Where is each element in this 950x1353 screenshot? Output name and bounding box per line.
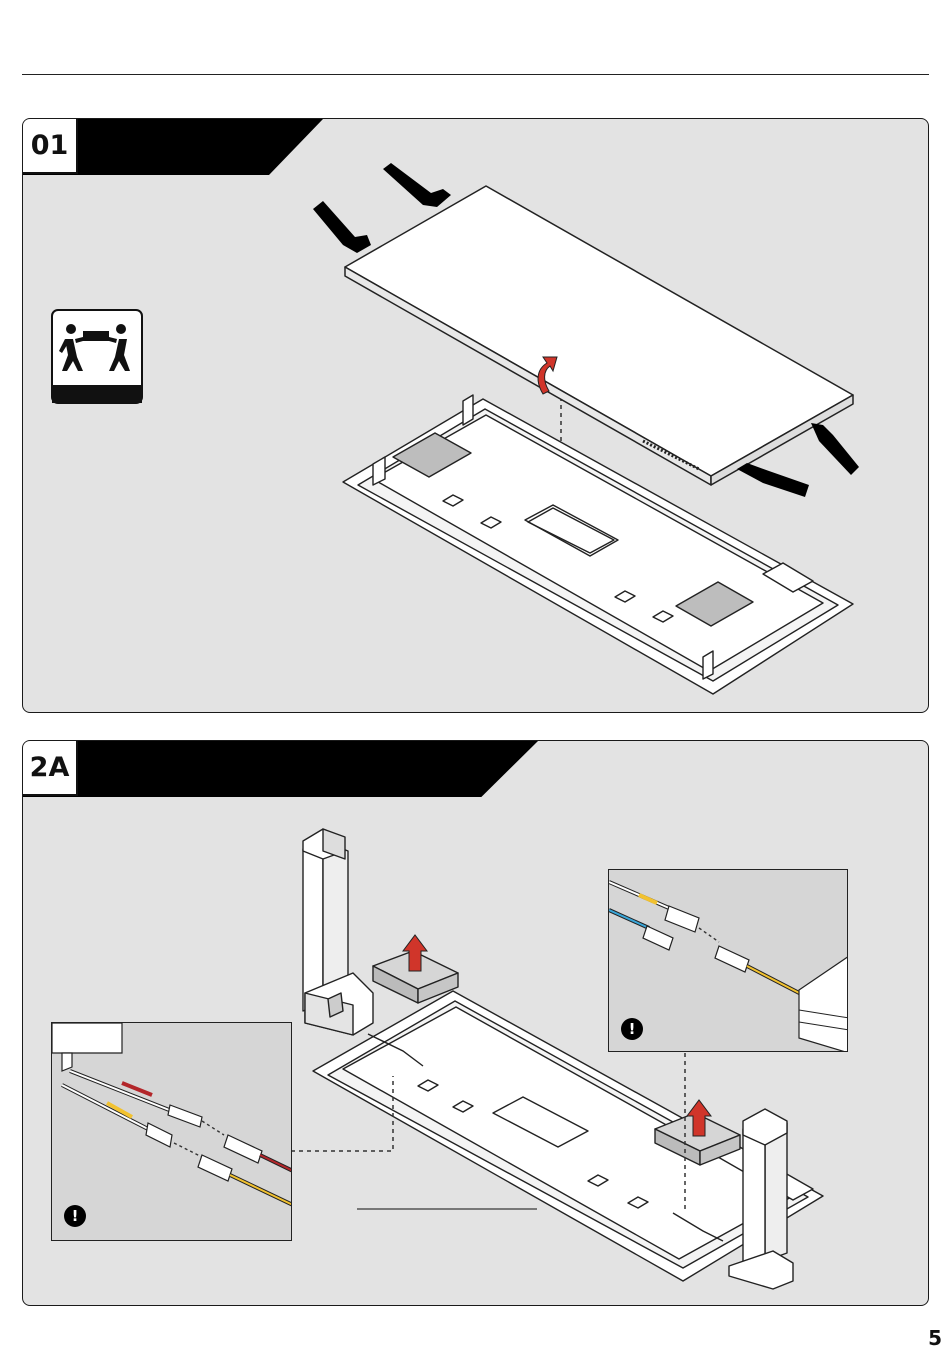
- header-rule: [22, 74, 929, 75]
- step-title-bar: [23, 741, 538, 797]
- page-number: 5: [928, 1326, 942, 1350]
- warning-icon: !: [621, 1018, 643, 1040]
- step-number: 2A: [23, 741, 78, 796]
- cable-connector-illustration-right: [609, 870, 848, 1052]
- step-2a-panel: 2A: [22, 740, 929, 1306]
- warning-icon: !: [64, 1205, 86, 1227]
- cable-detail-right: !: [608, 869, 848, 1052]
- step-number: 01: [23, 119, 78, 174]
- cable-detail-left: !: [51, 1022, 292, 1241]
- tabletop-placement-illustration: [23, 119, 929, 713]
- cable-connector-illustration-left: [52, 1023, 292, 1241]
- step-01-panel: 01: [22, 118, 929, 713]
